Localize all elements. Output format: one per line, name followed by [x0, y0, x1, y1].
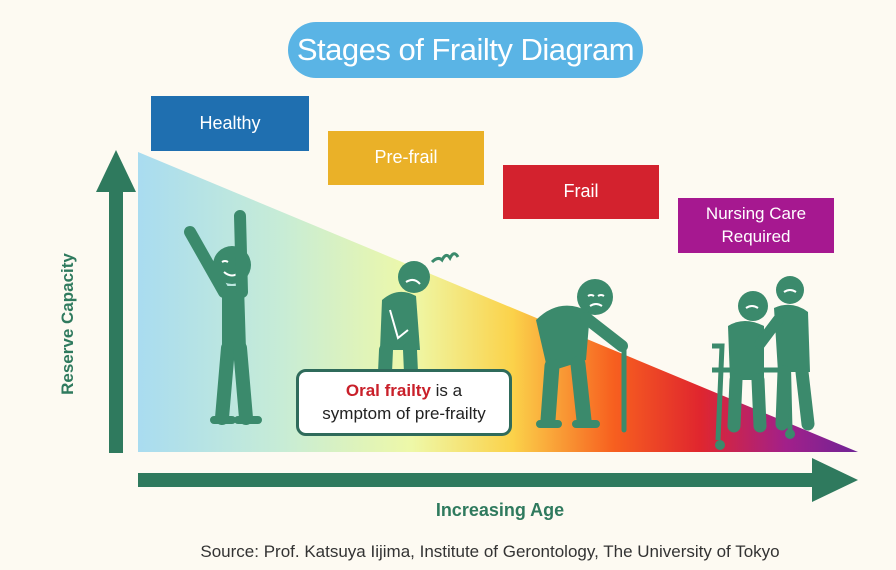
y-axis-arrow — [96, 150, 136, 453]
callout-highlight: Oral frailty — [346, 381, 431, 400]
x-axis-arrow — [138, 458, 858, 502]
source-credit: Source: Prof. Katsuya Iijima, Institute … — [100, 542, 880, 562]
x-axis-label: Increasing Age — [380, 500, 620, 521]
stage-nursing-care-label: Nursing Care Required — [678, 198, 834, 253]
callout-line-2: symptom of pre-frailty — [299, 403, 509, 426]
oral-frailty-callout: Oral frailty is a symptom of pre-frailty — [296, 369, 512, 436]
stage-frail-label: Frail — [503, 165, 659, 219]
page-title: Stages of Frailty Diagram — [288, 22, 643, 78]
callout-line-1: Oral frailty is a — [299, 380, 509, 403]
stage-healthy-label: Healthy — [151, 96, 309, 151]
callout-line-1-rest: is a — [431, 381, 462, 400]
stage-prefrail-label: Pre-frail — [328, 131, 484, 185]
y-axis-label: Reserve Capacity — [58, 214, 82, 434]
